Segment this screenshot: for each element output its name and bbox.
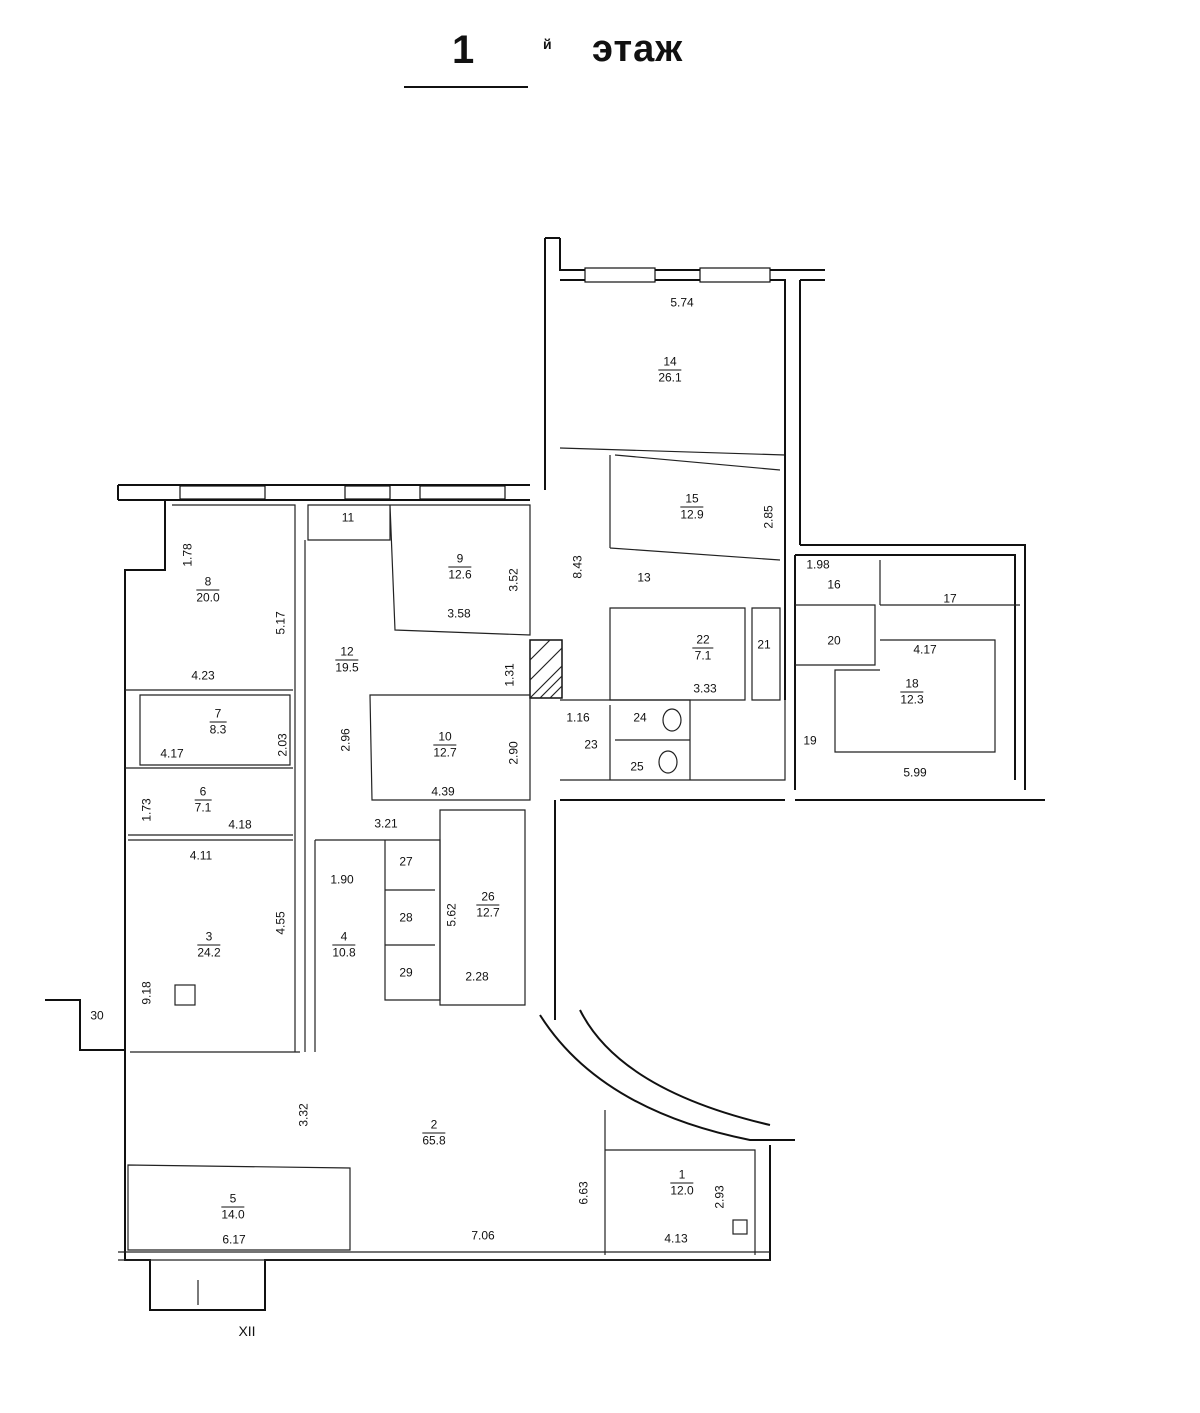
axis-marker: XII — [238, 1323, 256, 1339]
dim-15-height: 2.85 — [761, 505, 776, 529]
dim-10-height: 2.90 — [506, 741, 521, 765]
dim-7-width: 4.17 — [160, 746, 184, 761]
partition-16-20 — [795, 560, 1020, 753]
dim-22-width: 3.33 — [693, 681, 717, 696]
dim-12-gap: 1.31 — [502, 663, 517, 687]
corridor-south-wall — [554, 799, 1045, 1020]
east-wall-15 — [784, 440, 1026, 790]
dim-14-width: 5.74 — [670, 295, 694, 310]
dim-2-width: 7.06 — [471, 1228, 495, 1243]
room-19-number: 19 — [803, 733, 817, 748]
dim-19-width: 5.99 — [903, 765, 927, 780]
dim-corridor-width: 3.21 — [374, 816, 398, 831]
dim-5-width: 6.17 — [222, 1232, 246, 1247]
partition-22 — [609, 607, 781, 701]
dim-6-height: 1.73 — [139, 798, 154, 822]
room-27-number: 27 — [399, 854, 413, 869]
room-24-number: 24 — [633, 710, 647, 725]
dim-26-height: 5.62 — [444, 903, 459, 927]
partition-26 — [439, 809, 526, 1006]
dim-3-height-upper: 4.55 — [273, 911, 288, 935]
dim-8-depth: 1.78 — [180, 543, 195, 567]
partition-5 — [127, 1164, 351, 1251]
room-16-number: 16 — [827, 577, 841, 592]
dim-6-width: 4.18 — [228, 817, 252, 832]
dim-2-right: 6.63 — [576, 1181, 591, 1205]
west-facade — [45, 500, 771, 1311]
dim-3-height: 9.18 — [139, 981, 154, 1005]
dim-13-height: 8.43 — [570, 555, 585, 579]
window-west-3 — [419, 485, 506, 500]
partition-left-rooms — [125, 504, 300, 1053]
dim-1-height: 2.93 — [712, 1185, 727, 1209]
room-20-number: 20 — [827, 633, 841, 648]
floor-title: 1 й этаж — [0, 22, 1200, 92]
dim-7-height: 2.03 — [275, 733, 290, 757]
room-28-number: 28 — [399, 910, 413, 925]
dim-2-left: 3.32 — [296, 1103, 311, 1127]
toilet-25 — [658, 750, 678, 774]
room-17-number: 17 — [943, 591, 957, 606]
west-wing-north-wall — [117, 484, 530, 501]
dim-26-width: 2.28 — [465, 969, 489, 984]
room-29-number: 29 — [399, 965, 413, 980]
dim-16-width: 1.98 — [806, 557, 830, 572]
window-north-2 — [699, 267, 771, 283]
partition-14-15 — [559, 447, 786, 471]
floor-word: этаж — [592, 28, 684, 70]
floor-number: 1 — [452, 28, 475, 72]
dim-23-width: 1.16 — [566, 710, 590, 725]
title-underline — [404, 86, 528, 88]
partition-1 — [604, 1110, 756, 1255]
room-25-number: 25 — [630, 759, 644, 774]
room-11-number: 11 — [341, 510, 355, 525]
south-glazing — [118, 1251, 770, 1261]
room-23-number: 23 — [584, 737, 598, 752]
dim-18-width: 4.17 — [913, 642, 937, 657]
dim-3-width: 4.11 — [189, 848, 213, 863]
room-21-number: 21 — [757, 637, 771, 652]
dim-1-width: 4.13 — [664, 1231, 688, 1246]
hatch-lines — [529, 639, 563, 699]
dim-8-width: 4.23 — [191, 668, 215, 683]
room-1-fixture — [732, 1219, 748, 1235]
window-west-2 — [344, 485, 391, 500]
dim-10-width: 4.39 — [431, 784, 455, 799]
room-3-fixture — [174, 984, 196, 1006]
floor-superscript: й — [543, 36, 552, 52]
room-13-number: 13 — [637, 570, 651, 585]
dim-9-width: 3.58 — [447, 606, 471, 621]
partition-15-13 — [609, 455, 781, 561]
window-west-1 — [179, 485, 266, 500]
partition-central — [304, 504, 531, 1052]
partition-wc — [560, 699, 786, 781]
curved-wall — [539, 1009, 795, 1141]
toilet-24 — [662, 708, 682, 732]
dim-8-height: 5.17 — [273, 611, 288, 635]
room-30-number: 30 — [90, 1008, 104, 1023]
hatched-column — [529, 639, 563, 699]
dim-10-left: 2.96 — [338, 728, 353, 752]
dim-9-height: 3.52 — [506, 568, 521, 592]
dim-4-width: 1.90 — [330, 872, 354, 887]
outer-wall-north-block — [544, 237, 825, 545]
window-north-1 — [584, 267, 656, 283]
